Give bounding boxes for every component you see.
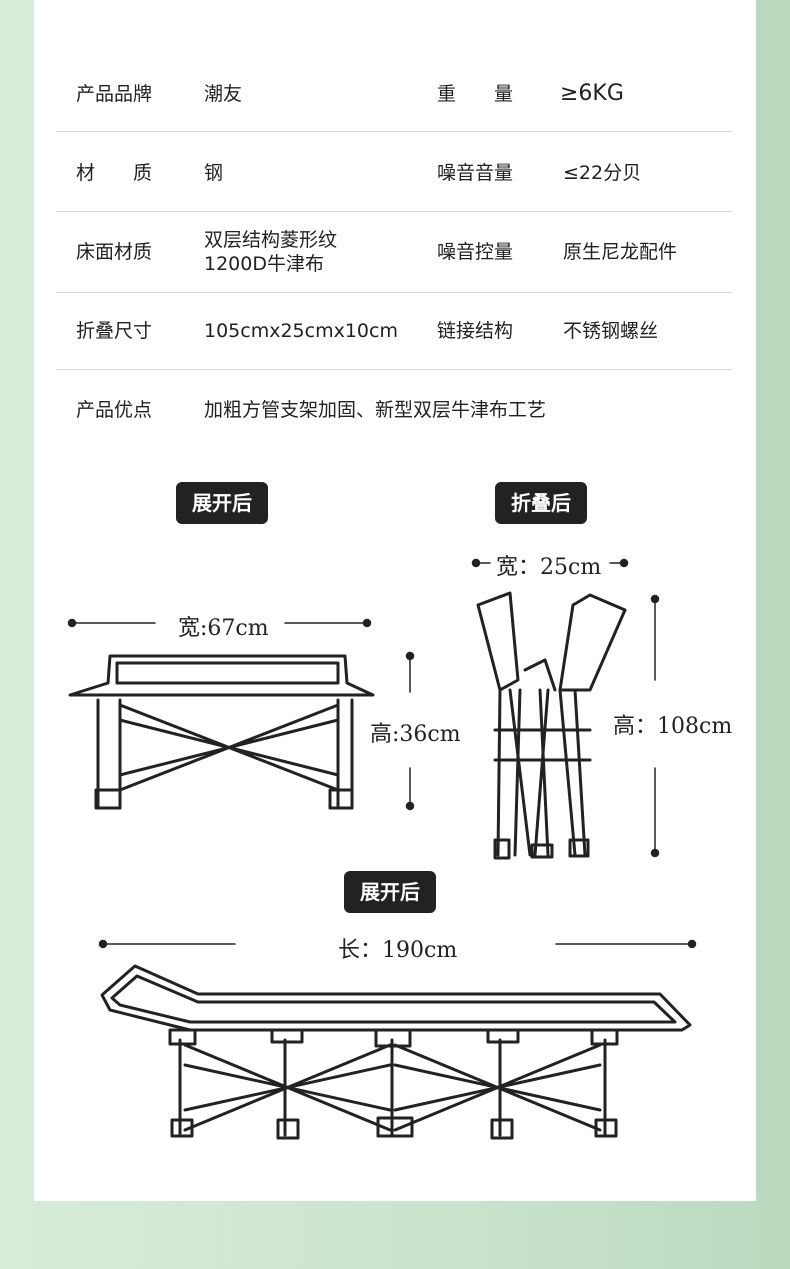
spec-label: 链接结构	[437, 320, 514, 342]
folded-badge: 折叠后	[495, 482, 587, 524]
spec-value: 潮友	[204, 83, 243, 105]
cot-front-view-icon	[68, 654, 375, 810]
spec-value: ≤22分贝	[563, 162, 642, 184]
length-unfolded-label: 长：190cm	[338, 938, 458, 963]
spec-label: 产品优点	[76, 399, 153, 421]
spec-label: 材 质	[76, 162, 153, 184]
spec-value-line2: 1200D牛津布	[204, 253, 324, 275]
divider	[56, 131, 732, 132]
cot-side-view-icon	[100, 964, 692, 1140]
spec-label: 产品品牌	[76, 83, 153, 105]
height-folded-label: 高：108cm	[613, 714, 733, 739]
divider	[56, 292, 732, 293]
spec-label: 折叠尺寸	[76, 320, 153, 342]
spec-value: 原生尼龙配件	[563, 241, 678, 263]
spec-label: 重 量	[437, 83, 514, 105]
divider	[56, 369, 732, 370]
spec-label: 噪音控量	[437, 241, 514, 263]
spec-value: ≥6KG	[560, 81, 624, 106]
unfolded-badge: 展开后	[176, 482, 268, 524]
spec-value: 双层结构菱形纹	[204, 229, 338, 251]
unfolded-badge-2: 展开后	[344, 871, 436, 913]
cot-folded-view-icon	[476, 591, 627, 860]
spec-value: 不锈钢螺丝	[563, 320, 659, 342]
spec-value: 钢	[204, 162, 224, 184]
width-folded-label: 宽：25cm	[496, 555, 602, 580]
height-unfolded-label: 高:36cm	[370, 722, 461, 747]
divider	[56, 211, 732, 212]
width-unfolded-label: 宽:67cm	[178, 616, 269, 641]
spec-value: 105cmx25cmx10cm	[204, 320, 398, 342]
dimension-lines	[67, 558, 697, 949]
spec-value: 加粗方管支架加固、新型双层牛津布工艺	[204, 399, 547, 421]
spec-label: 噪音音量	[437, 162, 514, 184]
spec-label: 床面材质	[76, 241, 153, 263]
